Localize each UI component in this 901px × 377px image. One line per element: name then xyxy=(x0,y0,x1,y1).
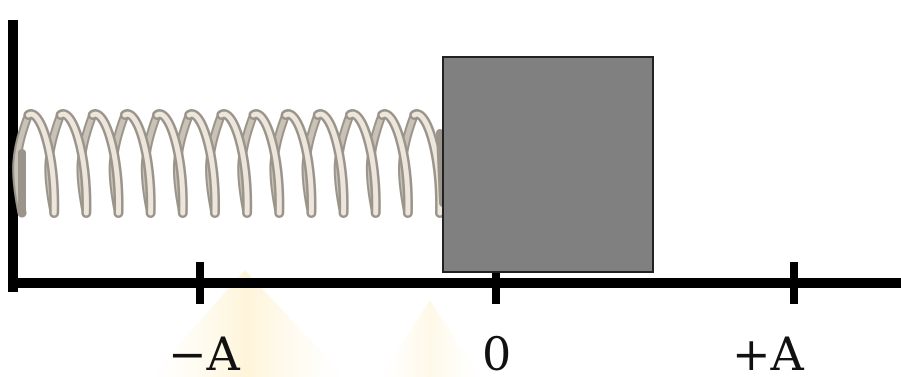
spring-coil-front xyxy=(186,111,218,216)
watermark-shape xyxy=(150,270,345,377)
spring-coil-front xyxy=(283,111,314,216)
x-axis-line xyxy=(8,278,901,288)
spring-coil-front xyxy=(154,111,186,216)
mass-block xyxy=(442,56,654,273)
tick-equilibrium xyxy=(492,262,500,304)
spring-coil-front xyxy=(58,111,89,216)
tick-negative-amplitude xyxy=(196,262,204,304)
spring-coil-front xyxy=(25,111,57,216)
tick-label-positive-amplitude: +A xyxy=(732,327,805,377)
spring-coil-front xyxy=(347,111,379,216)
spring-coil-front xyxy=(218,111,250,216)
tick-positive-amplitude xyxy=(790,262,798,304)
spring-coil-front xyxy=(90,111,122,216)
watermark-shape xyxy=(380,300,480,377)
tick-label-negative-amplitude: −A xyxy=(168,327,241,377)
spring-coil-front xyxy=(315,111,347,216)
spring-coil-front xyxy=(251,111,282,216)
spring xyxy=(12,109,447,218)
spring-coil-front xyxy=(379,111,411,216)
spring-coil-front xyxy=(122,111,154,216)
tick-label-zero: 0 xyxy=(482,327,511,377)
